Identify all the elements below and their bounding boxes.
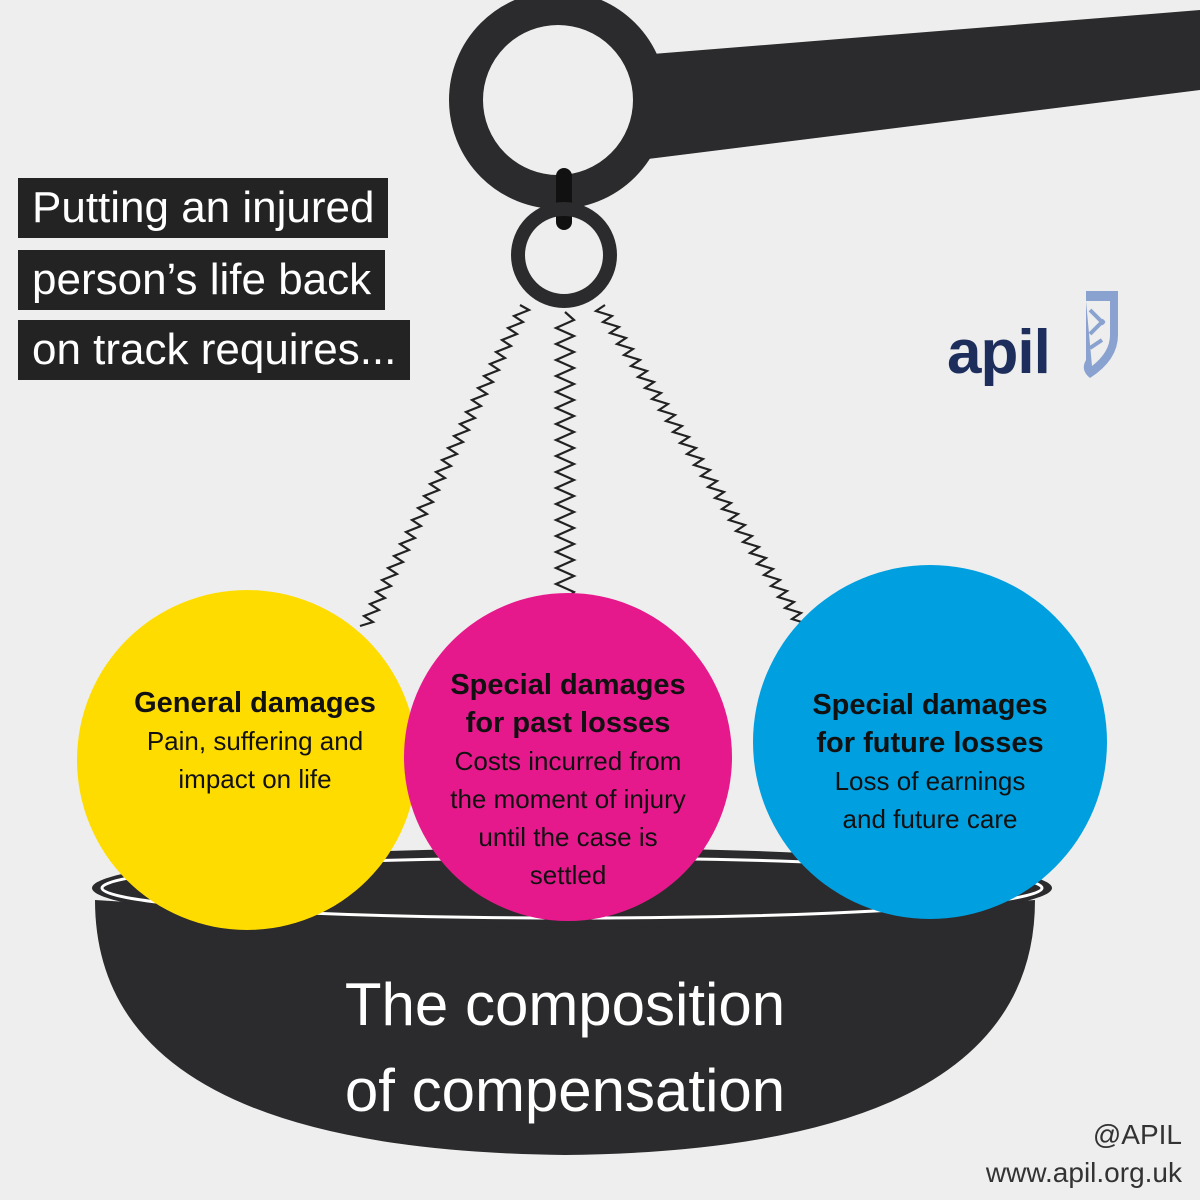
circle-general-damages xyxy=(77,590,417,930)
general-damages-text: General damages Pain, suffering and impa… xyxy=(95,684,415,798)
special-future-losses-body: and future care xyxy=(842,804,1018,834)
special-past-losses-body: Costs incurred from xyxy=(454,746,682,776)
chain-left xyxy=(359,304,532,628)
headline-line: on track requires... xyxy=(18,320,411,380)
footer-handle[interactable]: @APIL xyxy=(1092,1119,1182,1150)
special-future-losses-heading: Special damages xyxy=(812,689,1048,721)
general-damages-body: impact on life xyxy=(178,764,332,794)
pan-title: The composition xyxy=(344,971,786,1038)
chain-right xyxy=(593,304,813,631)
special-past-losses-body: the moment of injury xyxy=(450,784,686,814)
special-past-losses-heading: Special damages xyxy=(450,669,686,701)
scale-pan xyxy=(95,900,1035,1155)
special-past-losses-heading: for past losses xyxy=(465,707,671,739)
special-past-losses-text: Special damages for past losses Costs in… xyxy=(418,666,718,894)
apil-logo-text: apil xyxy=(947,318,1051,387)
special-future-losses-body: Loss of earnings xyxy=(834,766,1026,796)
headline-line: person’s life back xyxy=(18,250,386,310)
scale-ring-small xyxy=(511,202,617,308)
special-past-losses-body: settled xyxy=(529,860,607,890)
special-future-losses-text: Special damages for future losses Loss o… xyxy=(770,686,1090,838)
apil-logo-shield xyxy=(1083,291,1118,378)
headline-line: Putting an injured xyxy=(18,178,389,238)
special-past-losses-body: until the case is xyxy=(478,822,658,852)
chain-middle xyxy=(553,311,577,601)
circle-special-future-losses xyxy=(404,593,732,921)
scale-beam xyxy=(640,10,1200,160)
footer-url[interactable]: www.apil.org.uk xyxy=(985,1157,1182,1188)
scale-link xyxy=(556,168,572,230)
general-damages-body: Pain, suffering and xyxy=(146,726,364,756)
circle-special-past-losses xyxy=(753,565,1107,919)
scale-ring-large xyxy=(449,0,667,209)
general-damages-heading: General damages xyxy=(134,687,376,719)
pan-title: of compensation xyxy=(344,1057,786,1124)
special-future-losses-heading: for future losses xyxy=(816,727,1044,759)
